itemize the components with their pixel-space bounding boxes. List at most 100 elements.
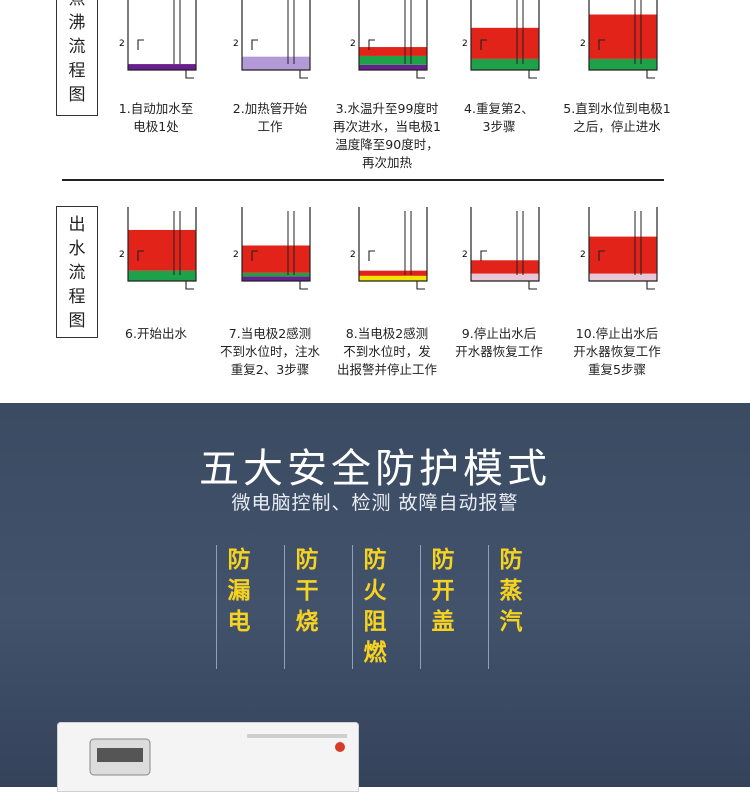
- section-divider: [62, 179, 664, 181]
- safety-subtitle: 微电脑控制、检测 故障自动报警: [231, 492, 519, 514]
- mode-separator: [352, 545, 353, 669]
- water-layer-green: [128, 270, 196, 281]
- boil-flow-label: 煮沸流程图: [56, 0, 98, 116]
- inlet-pipe: [368, 39, 425, 79]
- water-layer-red: [128, 229, 196, 271]
- tank-diagram: 2: [119, 0, 197, 79]
- tank-diagram: 2: [350, 0, 428, 79]
- tank-diagram: 2: [462, 0, 540, 79]
- tank-diagram: 2: [580, 0, 658, 79]
- tank-diagram: 2: [462, 207, 540, 290]
- water-layer-green: [471, 58, 539, 70]
- step-caption: 9.停止出水后 开水器恢复工作: [455, 326, 543, 359]
- label-char: 图: [68, 85, 86, 105]
- tank-wall: [127, 0, 197, 71]
- tank-diagram: 2: [233, 207, 311, 290]
- electrode-marker: 2: [119, 39, 125, 49]
- mode-separator: [488, 545, 489, 669]
- inlet-pipe: [368, 250, 425, 290]
- water-layer-red: [589, 14, 657, 59]
- inlet-pipe: [251, 39, 308, 79]
- electrode-marker: 2: [233, 250, 239, 260]
- safety-mode: 防漏电: [224, 545, 254, 638]
- label-char: 出: [68, 215, 86, 235]
- inlet-pipe: [480, 250, 537, 290]
- tank-diagram: 2: [580, 207, 658, 290]
- inlet-pipe: [137, 39, 194, 79]
- outflow-label: 出水流程图: [56, 206, 98, 338]
- tank-wall: [588, 207, 658, 282]
- mode-char: 燃: [363, 640, 387, 666]
- electrode-marker: 2: [580, 39, 586, 49]
- step-caption: 1.自动加水至 电极1处: [118, 101, 194, 134]
- step-caption: 4.重复第2、 3步骤: [464, 101, 534, 134]
- tank-wall: [127, 207, 197, 282]
- mode-char: 火: [363, 578, 387, 604]
- step-caption: 8.当电极2感测 不到水位时，发 出报警并停止工作: [336, 326, 437, 377]
- water-layer-purple: [359, 64, 427, 70]
- label-char: 煮: [57, 0, 97, 11]
- tank-wall: [358, 207, 428, 282]
- electrode-marker: 2: [350, 39, 356, 49]
- tank-wall: [241, 207, 311, 282]
- label-char: 流: [68, 263, 86, 283]
- mode-char: 开: [431, 578, 455, 604]
- safety-headline: 五大安全防护模式: [199, 446, 551, 492]
- label-char: 程: [68, 61, 86, 81]
- inlet-pipe: [251, 250, 308, 290]
- mode-char: 防: [499, 547, 523, 573]
- mode-char: 漏: [227, 578, 251, 604]
- water-layer-green: [359, 55, 427, 65]
- water-layer-purple: [242, 276, 310, 281]
- tank-wall: [470, 0, 540, 71]
- water-layer-red: [589, 236, 657, 274]
- mode-char: 电: [227, 609, 251, 635]
- step-caption: 6.开始出水: [125, 326, 187, 341]
- safety-mode: 防蒸汽: [496, 545, 526, 638]
- electrode-marker: 2: [462, 250, 468, 260]
- label-char: 水: [68, 239, 86, 259]
- mode-char: 烧: [295, 609, 319, 635]
- mode-char: 防: [227, 547, 251, 573]
- water-layer-red: [359, 47, 427, 56]
- tank-diagram: 2: [350, 207, 428, 290]
- tank-wall: [241, 0, 311, 71]
- mode-char: 防: [431, 547, 455, 573]
- water-layer-red: [242, 245, 310, 273]
- mode-separator: [216, 545, 217, 669]
- mode-separator: [420, 545, 421, 669]
- safety-mode: 防火阻燃: [360, 545, 390, 669]
- mode-char: 防: [363, 547, 387, 573]
- water-layer-pink: [471, 273, 539, 281]
- inlet-pipe: [137, 250, 194, 290]
- step-caption: 7.当电极2感测 不到水位时，注水 重复2、3步骤: [219, 326, 320, 377]
- water-boiler-product: [57, 722, 359, 792]
- water-layer-lavender: [242, 56, 310, 70]
- step-caption: 5.直到水位到电极1 之后，停止进水: [563, 101, 671, 134]
- electrode-marker: 2: [580, 250, 586, 260]
- tank-diagram: 2: [233, 0, 311, 79]
- electrode-marker: 2: [350, 250, 356, 260]
- water-layer-green: [589, 58, 657, 70]
- water-layer-purple: [128, 64, 196, 70]
- step-caption: 10.停止出水后 开水器恢复工作 重复5步骤: [573, 326, 661, 377]
- mode-char: 汽: [499, 609, 523, 635]
- electrode-marker: 2: [119, 250, 125, 260]
- water-layer-red: [471, 27, 539, 59]
- inlet-pipe: [480, 39, 537, 79]
- mode-separator: [284, 545, 285, 669]
- electrode-marker: 2: [462, 39, 468, 49]
- mode-char: 盖: [431, 609, 455, 635]
- tank-diagram: 2: [119, 207, 197, 290]
- mode-char: 干: [295, 578, 319, 604]
- water-layer-red: [471, 260, 539, 274]
- label-char: 流: [68, 37, 86, 57]
- water-layer-yellow: [359, 275, 427, 281]
- safety-mode: 防开盖: [428, 545, 458, 638]
- label-char: 图: [68, 311, 86, 331]
- mode-char: 防: [295, 547, 319, 573]
- tank-wall: [358, 0, 428, 71]
- water-layer-pink: [589, 273, 657, 281]
- label-char: 沸: [68, 13, 86, 33]
- safety-mode: 防干烧: [292, 545, 322, 638]
